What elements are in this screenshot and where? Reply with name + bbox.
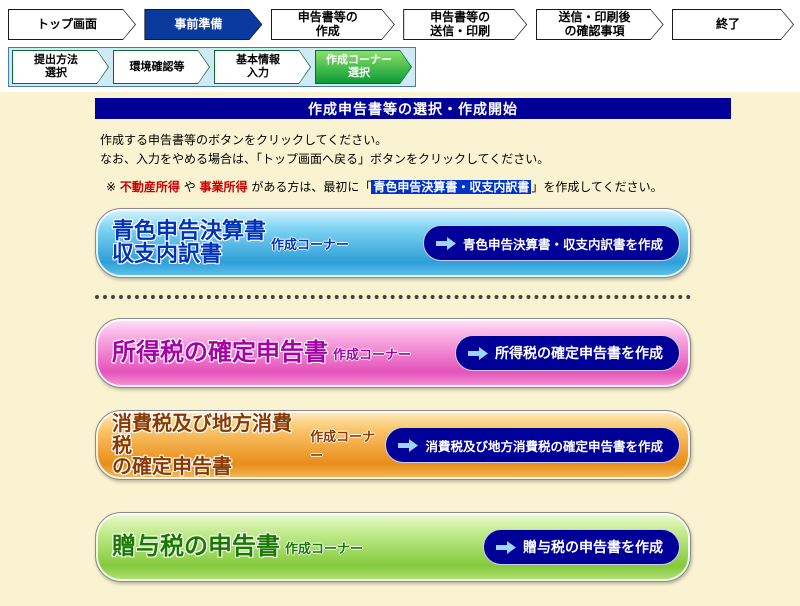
step-preparation-active: 事前準備	[144, 9, 262, 40]
substep-environment-check: 環境確認等	[113, 50, 210, 84]
step-top-screen: トップ画面	[8, 9, 136, 40]
step-send-print: 申告書等の 送信・印刷	[403, 9, 527, 40]
substep-submission-method: 提出方法 選択	[12, 50, 109, 84]
corner-label: 作成コーナー	[285, 541, 364, 557]
instruction-line-2: なお、入力をやめる場合は、「トップ画面へ戻る」ボタンをクリックしてください。	[100, 152, 550, 167]
step-finish: 終了	[672, 9, 794, 40]
note-mid-2: がある方は、最初に「	[247, 180, 372, 195]
note-suffix: 」を作成してください。	[531, 180, 663, 195]
progress-header: トップ画面 事前準備 申告書等の 作成 申告書等の 送信・印刷 送信・印刷後 の…	[0, 0, 800, 92]
action-label: 所得税の確定申告書を作成	[495, 346, 663, 363]
button-shotokuzei[interactable]: 所得税の確定申告書 作成コーナー 所得税の確定申告書を作成	[95, 318, 691, 389]
action-pill[interactable]: 所得税の確定申告書を作成	[455, 335, 680, 372]
note-business-income: 事業所得	[199, 180, 248, 195]
instruction-line-1: 作成する申告書等のボタンをクリックしてください。	[100, 133, 388, 147]
substep-corner-select-active: 作成コーナー 選択	[315, 50, 412, 84]
action-pill[interactable]: 贈与税の申告書を作成	[483, 529, 680, 566]
button-zoyozei[interactable]: 贈与税の申告書 作成コーナー 贈与税の申告書を作成	[95, 512, 691, 583]
button-title: 贈与税の申告書	[112, 532, 280, 561]
action-label: 消費税及び地方消費税の確定申告書を作成	[425, 438, 663, 454]
note-marker: ※	[106, 180, 117, 195]
substep-label: 基本情報 入力	[215, 51, 310, 83]
action-label: 贈与税の申告書を作成	[523, 540, 663, 557]
substep-label: 提出方法 選択	[13, 51, 108, 83]
button-shohizei[interactable]: 消費税及び地方消費税 の確定申告書 作成コーナー 消費税及び地方消費税の確定申告…	[95, 410, 691, 481]
button-title: 消費税及び地方消費税 の確定申告書	[112, 410, 292, 479]
substep-label: 環境確認等	[114, 51, 209, 83]
note-highlight: 青色申告決算書・収支内訳書	[371, 180, 532, 195]
action-pill[interactable]: 青色申告決算書・収支内訳書を作成	[422, 225, 680, 262]
sub-step-nav: 提出方法 選択 環境確認等 基本情報 入力 作成コーナー 選択	[8, 47, 416, 87]
button-title: 所得税の確定申告書	[112, 338, 328, 367]
dotted-separator	[95, 295, 691, 300]
corner-label: 作成コーナー	[310, 430, 376, 465]
step-label: 申告書等の 送信・印刷	[404, 10, 526, 39]
step-label: 事前準備	[145, 10, 261, 39]
step-label: 申告書等の 作成	[272, 10, 394, 39]
step-label: 送信・印刷後 の確認事項	[537, 10, 663, 39]
step-create-forms: 申告書等の 作成	[271, 9, 395, 40]
arrow-right-icon	[496, 540, 516, 554]
substep-basic-info: 基本情報 入力	[214, 50, 311, 84]
main-step-nav: トップ画面 事前準備 申告書等の 作成 申告書等の 送信・印刷 送信・印刷後 の…	[8, 9, 794, 40]
arrow-right-icon	[435, 236, 456, 250]
step-label: 終了	[673, 10, 793, 39]
step-after-send-check: 送信・印刷後 の確認事項	[536, 9, 664, 40]
corner-label: 作成コーナー	[271, 237, 350, 253]
button-aoiro-kessansho[interactable]: 青色申告決算書 収支内訳書 作成コーナー 青色申告決算書・収支内訳書を作成	[95, 208, 691, 279]
action-pill[interactable]: 消費税及び地方消費税の確定申告書を作成	[385, 427, 680, 464]
note-mid-1: や	[179, 180, 200, 195]
button-title: 青色申告決算書 収支内訳書	[112, 218, 267, 268]
instructions: 作成する申告書等のボタンをクリックしてください。 なお、入力をやめる場合は、「ト…	[100, 131, 800, 169]
page-title: 作成申告書等の選択・作成開始	[95, 98, 731, 119]
step-label: トップ画面	[9, 10, 135, 39]
action-label: 青色申告決算書・収支内訳書を作成	[462, 236, 663, 252]
arrow-right-icon	[398, 438, 419, 452]
corner-label: 作成コーナー	[333, 347, 412, 363]
arrow-right-icon	[468, 346, 488, 360]
substep-label: 作成コーナー 選択	[316, 51, 411, 83]
important-note: ※ 不動産所得 や 事業所得 がある方は、最初に「青色申告決算書・収支内訳書」を…	[106, 178, 800, 195]
button-column: 青色申告決算書 収支内訳書 作成コーナー 青色申告決算書・収支内訳書を作成 所得…	[95, 208, 691, 583]
note-real-estate-income: 不動産所得	[119, 180, 180, 195]
